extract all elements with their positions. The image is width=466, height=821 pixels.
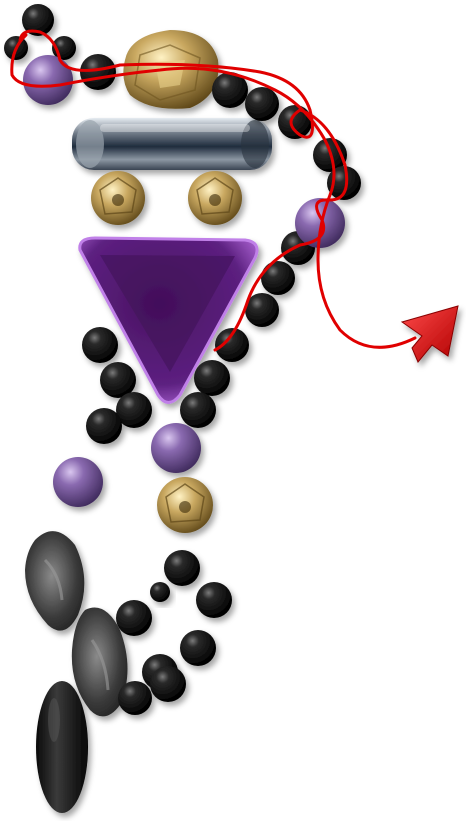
- purple-pearl-bead-top: [23, 55, 73, 105]
- black-round-bead-11: [261, 261, 295, 295]
- gold-faceted-bead-lower: [157, 477, 213, 533]
- grey-leaf-bead-upper: [25, 531, 84, 631]
- black-round-bead-7: [278, 105, 312, 139]
- black-round-bead-14: [82, 327, 118, 363]
- black-round-bead-21: [150, 582, 170, 602]
- black-round-bead-27: [118, 681, 152, 715]
- black-round-bead-26: [150, 666, 186, 702]
- black-round-bead-18: [180, 392, 216, 428]
- purple-pearl-bead-left: [53, 457, 103, 507]
- purple-pearl-bead-center: [151, 423, 201, 473]
- silver-tube-bead: [72, 118, 272, 170]
- gold-faceted-bead-right: [188, 171, 242, 225]
- black-round-bead-19: [86, 408, 122, 444]
- black-round-bead-20: [164, 550, 200, 586]
- black-round-bead-22: [196, 582, 232, 618]
- black-round-bead-23: [116, 600, 152, 636]
- black-oval-bead: [36, 681, 88, 813]
- gold-faceted-bead-left: [91, 171, 145, 225]
- black-round-bead-24: [180, 630, 216, 666]
- thread-arrow-icon: [402, 306, 458, 362]
- black-round-bead-6: [245, 87, 279, 121]
- black-round-bead-16: [194, 360, 230, 396]
- black-round-bead-4: [80, 54, 116, 90]
